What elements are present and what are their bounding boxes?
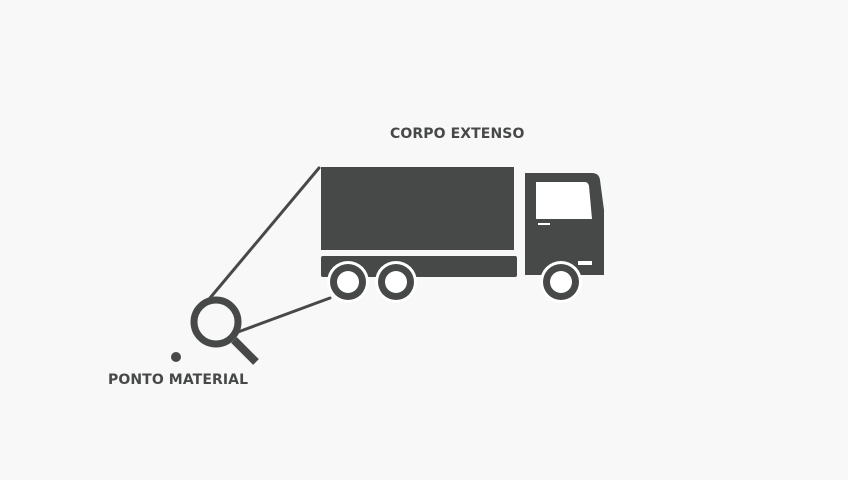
truck-wheel-rear-1 xyxy=(327,261,369,303)
truck-wheel-rear-2 xyxy=(375,261,417,303)
zoom-line-bottom xyxy=(236,296,332,334)
zoom-line-top xyxy=(208,166,321,300)
zoom-lines xyxy=(208,166,332,334)
truck-cargo-box xyxy=(321,167,514,250)
magnifier-handle xyxy=(231,337,259,365)
truck-icon xyxy=(321,167,604,303)
truck-headlight xyxy=(578,261,592,265)
truck-window xyxy=(536,182,592,219)
truck-bumper xyxy=(578,258,604,275)
magnifying-glass-icon xyxy=(190,296,259,365)
material-point-label: PONTO MATERIAL xyxy=(108,372,249,388)
truck-wheel-front xyxy=(540,261,582,303)
dot-icon xyxy=(171,352,181,362)
extended-body-label: CORPO EXTENSO xyxy=(390,126,525,142)
truck-chassis xyxy=(321,256,517,277)
magnifier-lens xyxy=(190,296,242,348)
truck-door-handle xyxy=(538,223,550,225)
